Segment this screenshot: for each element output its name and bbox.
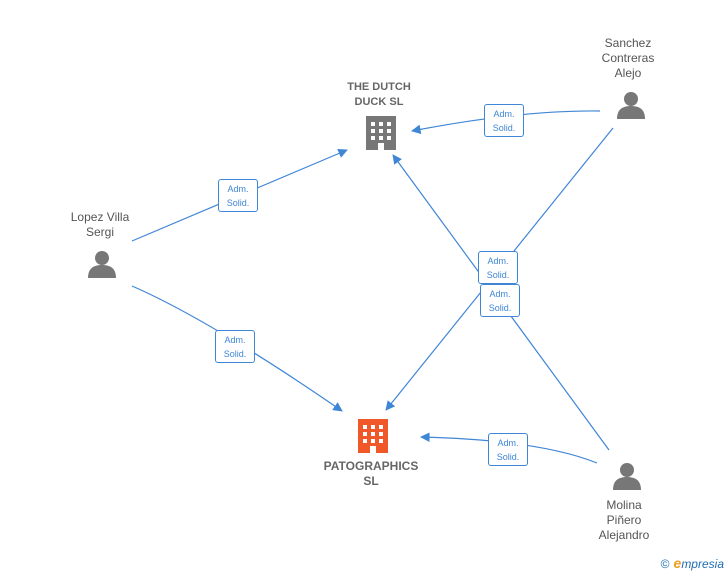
person-name-line: Contreras xyxy=(601,51,655,65)
edge-label-molina-dutch-duck[interactable]: Adm. Solid. xyxy=(480,284,520,317)
person-name-line: Lopez Villa xyxy=(70,210,130,224)
copyright-symbol: © xyxy=(660,557,670,571)
person-name-line: Piñero xyxy=(606,513,642,527)
person-name-line: Molina xyxy=(606,498,642,512)
building-icon[interactable] xyxy=(366,116,396,150)
person-name-line: Alejandro xyxy=(598,528,650,542)
brand-watermark: ©empresia xyxy=(661,555,724,571)
edge-label-lopez-patographics[interactable]: Adm. Solid. xyxy=(215,330,255,363)
person-name-line: Sanchez xyxy=(604,36,652,50)
company-name-line: THE DUTCH xyxy=(347,81,411,93)
role-line: Solid. xyxy=(488,303,512,313)
person-label-sanchez[interactable]: Sanchez Contreras Alejo xyxy=(602,36,655,81)
edge-label-sanchez-dutch-duck[interactable]: Adm. Solid. xyxy=(484,104,524,137)
role-line: Adm. xyxy=(224,335,246,345)
person-icon[interactable] xyxy=(617,92,645,119)
role-line: Adm. xyxy=(493,109,515,119)
company-label-dutch-duck[interactable]: THE DUTCH DUCK SL xyxy=(347,80,411,110)
person-icon[interactable] xyxy=(88,251,116,278)
edge-label-sanchez-patographics[interactable]: Adm. Solid. xyxy=(478,251,518,284)
person-name-line: Alejo xyxy=(614,66,642,80)
role-line: Solid. xyxy=(223,349,247,359)
role-line: Adm. xyxy=(227,184,249,194)
brand-initial: e xyxy=(673,555,682,571)
brand-name: mpresia xyxy=(681,557,724,571)
company-name-line: DUCK SL xyxy=(354,96,404,108)
person-label-molina[interactable]: Molina Piñero Alejandro xyxy=(599,498,650,543)
edge-label-molina-patographics[interactable]: Adm. Solid. xyxy=(488,433,528,466)
building-icon[interactable] xyxy=(358,419,388,453)
company-name-line: SL xyxy=(363,474,379,488)
role-line: Solid. xyxy=(496,452,520,462)
edge-label-lopez-dutch-duck[interactable]: Adm. Solid. xyxy=(218,179,258,212)
company-name-line: PATOGRAPHICS xyxy=(323,459,419,473)
person-label-lopez[interactable]: Lopez Villa Sergi xyxy=(71,210,130,240)
role-line: Adm. xyxy=(489,289,511,299)
role-line: Adm. xyxy=(497,438,519,448)
role-line: Solid. xyxy=(486,270,510,280)
person-icon[interactable] xyxy=(613,463,641,490)
role-line: Solid. xyxy=(492,123,516,133)
company-label-patographics[interactable]: PATOGRAPHICS SL xyxy=(324,459,419,489)
person-name-line: Sergi xyxy=(85,225,114,239)
role-line: Solid. xyxy=(226,198,250,208)
role-line: Adm. xyxy=(487,256,509,266)
